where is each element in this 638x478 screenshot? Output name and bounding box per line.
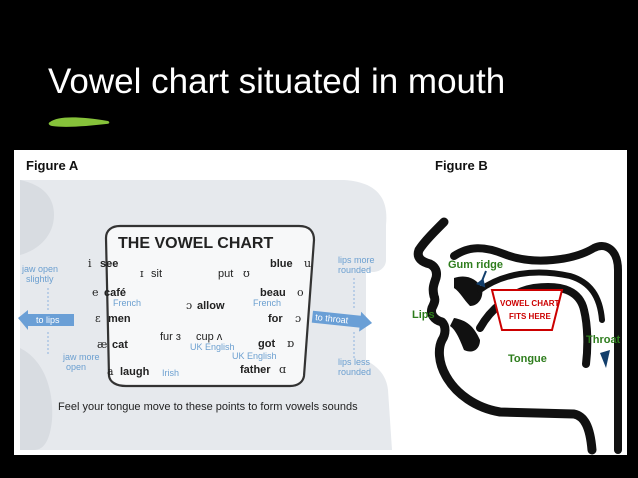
vowel-chart-title: THE VOWEL CHART [118, 235, 273, 252]
word-cat: cat [112, 339, 128, 351]
lower-teeth-shape [450, 318, 480, 352]
symbol-small-cap-i: ɪ [140, 267, 144, 280]
symbol-e: e [92, 286, 99, 299]
note-jaw-open: jaw open [21, 264, 58, 274]
lower-lip-shape [20, 348, 53, 450]
word-put: put [218, 268, 233, 280]
note-open: open [66, 362, 86, 372]
figure-b: Figure B Gum ridge Lips VOWEL CHART FITS… [412, 158, 622, 455]
word-got: got [258, 338, 275, 350]
note-rounded-1: rounded [338, 265, 371, 275]
vowel-trapezoid [104, 224, 316, 388]
word-beau: beau [260, 287, 286, 299]
figure-b-label: Figure B [435, 158, 488, 173]
word-men: men [108, 313, 131, 325]
note-irish: Irish [162, 368, 179, 378]
label-gum-ridge: Gum ridge [448, 259, 503, 271]
word-sit: sit [151, 268, 162, 280]
word-fur: fur ɜ [160, 331, 181, 343]
figure-a: Figure A THE VOWEL CHART jaw open slight… [18, 158, 392, 450]
symbol-a: a [107, 365, 114, 378]
symbol-alpha: ɑ [279, 363, 286, 376]
note-rounded-2: rounded [338, 367, 371, 377]
label-lips: Lips [412, 309, 435, 321]
symbol-i: i [88, 257, 92, 270]
gum-ridge-arrowhead [475, 278, 486, 288]
accent-brush-stroke [48, 117, 110, 127]
slide-title: Vowel chart situated in mouth [48, 62, 506, 101]
vowel-chart-box: VOWEL CHART FITS HERE [490, 289, 564, 331]
note-french-1: French [113, 298, 141, 308]
note-jaw-more: jaw more [62, 352, 100, 362]
symbol-epsilon: ɛ [95, 312, 101, 325]
to-throat-label: to throat [315, 312, 349, 325]
box-text-line1: VOWEL CHART [500, 299, 560, 308]
upper-teeth-shape [454, 276, 483, 306]
symbol-ae: æ [97, 338, 107, 351]
to-lips-arrow: to lips [18, 310, 74, 330]
throat-arrowhead [600, 350, 610, 368]
head-profile-outline [413, 217, 597, 455]
note-lips-more: lips more [338, 255, 375, 265]
word-cafe: café [104, 287, 126, 299]
symbol-turned-alpha: ɒ [287, 337, 294, 350]
figure-a-caption: Feel your tongue move to these points to… [58, 401, 358, 413]
symbol-upsilon: ʊ [243, 267, 250, 280]
symbol-for: ɔ [295, 312, 301, 325]
to-throat-arrow: to throat [311, 310, 373, 332]
mouth-cavity-line [477, 269, 605, 323]
label-throat: Throat [586, 334, 621, 346]
upper-lip-shape [20, 180, 54, 255]
word-blue: blue [270, 258, 293, 270]
label-tongue: Tongue [508, 353, 547, 365]
figure-a-label: Figure A [26, 158, 79, 173]
note-uk-english-2: UK English [232, 351, 277, 361]
palate-outline [450, 242, 622, 454]
word-see: see [100, 258, 118, 270]
note-french-2: French [253, 298, 281, 308]
note-lips-less: lips less [338, 357, 371, 367]
word-father: father [240, 364, 271, 376]
symbol-open-o: ɔ [186, 299, 192, 312]
word-laugh: laugh [120, 366, 150, 378]
to-lips-label: to lips [36, 315, 60, 325]
word-for: for [268, 313, 283, 325]
note-slightly: slightly [26, 274, 54, 284]
figure-panel: Figure A THE VOWEL CHART jaw open slight… [14, 150, 627, 455]
box-text-line2: FITS HERE [509, 312, 551, 321]
note-uk-english-1: UK English [190, 342, 235, 352]
symbol-o: o [297, 286, 304, 299]
word-allow: allow [197, 300, 225, 312]
symbol-u: u [304, 257, 311, 270]
word-cup: cup ʌ [196, 331, 223, 343]
